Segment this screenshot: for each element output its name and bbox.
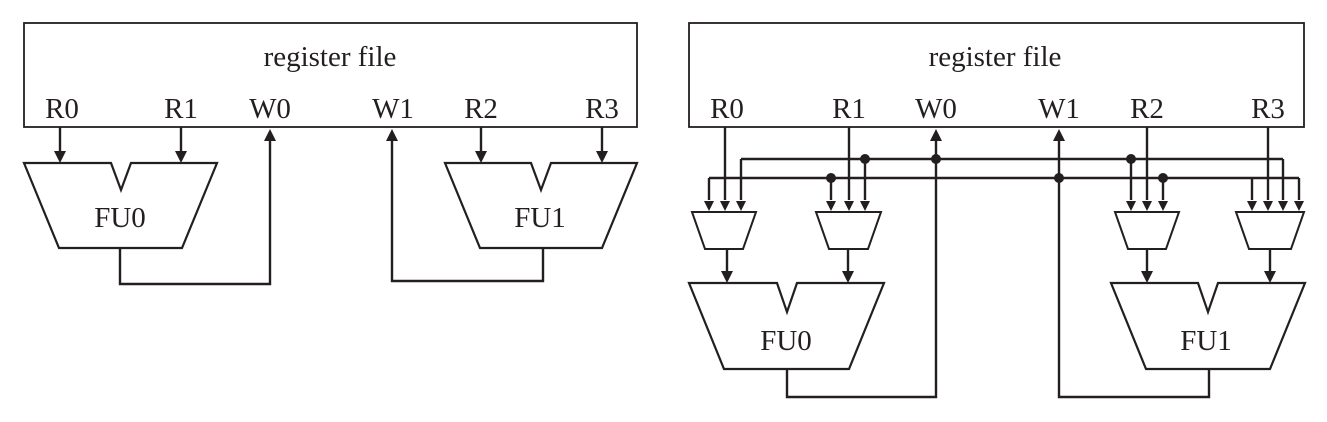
port-label-r2: R2 [1130,93,1164,125]
register-file-box [23,22,638,128]
read-wires [54,127,608,163]
multiplexers [690,211,1306,250]
functional-unit-fu0 [687,281,886,371]
fu1-label: FU1 [514,202,566,234]
functional-unit-fu0 [22,161,219,250]
right-diagram: register file R0 R1 W0 W1 R2 R3 [687,22,1307,399]
mux-fu0-a [690,211,758,250]
fu0-label: FU0 [94,202,146,234]
port-label-r0: R0 [710,93,744,125]
port-label-r0: R0 [45,93,79,125]
functional-unit-fu1 [443,161,639,250]
register-file-title: register file [264,41,397,73]
port-label-w0: W0 [915,93,957,125]
port-label-r1: R1 [832,93,866,125]
port-label-w1: W1 [1038,93,1080,125]
port-label-r1: R1 [164,93,198,125]
port-label-r3: R3 [585,93,619,125]
bypass-network [707,127,1301,200]
write-back-wires [785,129,1211,399]
mux-fu1-b [1234,211,1306,250]
left-diagram: register file R0 R1 W0 W1 R2 R3 FU0 FU1 [22,22,639,286]
write-back-wires [118,129,545,286]
port-label-w1: W1 [372,93,414,125]
fu0-label: FU0 [760,325,812,357]
port-label-r2: R2 [464,93,498,125]
mux-input-arrows [704,201,1304,211]
functional-unit-fu1 [1109,281,1307,371]
mux-output-arrows [721,249,1276,283]
port-label-w0: W0 [249,93,291,125]
fu1-label: FU1 [1180,325,1232,357]
register-file-box [688,22,1305,128]
register-file-title: register file [929,41,1062,73]
port-label-r3: R3 [1251,93,1285,125]
mux-fu0-b [814,211,883,250]
mux-fu1-a [1113,211,1181,250]
